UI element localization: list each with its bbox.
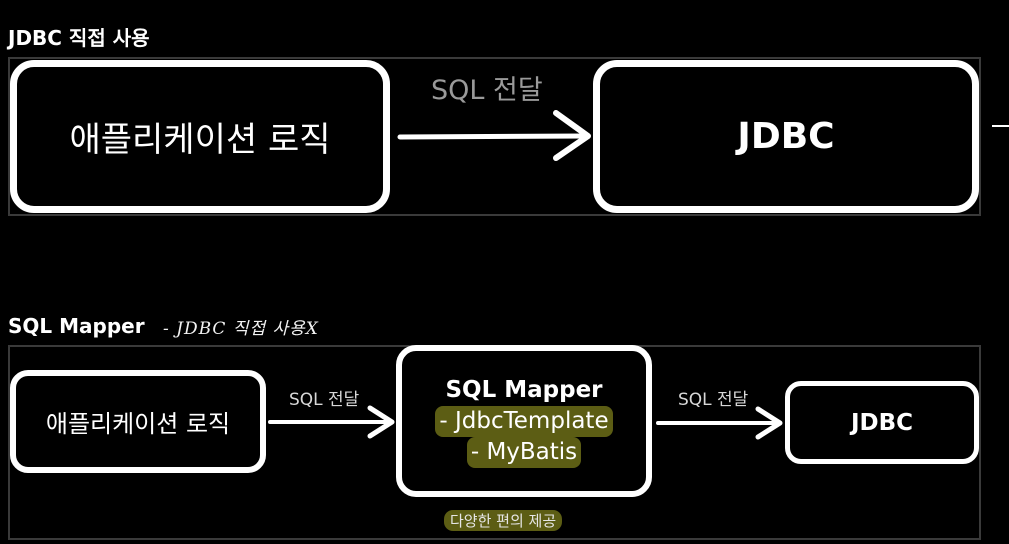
arrow-label-sql-transfer-2: SQL 전달 <box>289 390 360 410</box>
jdbc-box-2: JDBC <box>785 381 979 464</box>
sql-mapper-item-jdbctemplate: - JdbcTemplate <box>435 405 613 437</box>
application-logic-box: 애플리케이션 로직 <box>10 60 390 213</box>
arrow-app-to-mapper <box>268 405 395 439</box>
arrow-label-sql-transfer: SQL 전달 <box>431 75 543 106</box>
section-frame-jdbc-direct <box>8 57 981 216</box>
jdbc-box: JDBC <box>593 60 979 213</box>
section-heading-jdbc-direct: JDBC 직접 사용 <box>8 26 150 50</box>
convenience-caption: 다양한 편의 제공 <box>444 510 563 531</box>
application-logic-box-2: 애플리케이션 로직 <box>10 370 266 473</box>
sql-mapper-box: SQL Mapper - JdbcTemplate - MyBatis <box>396 345 652 497</box>
sql-mapper-item-mybatis: - MyBatis <box>466 436 582 468</box>
arrow-label-sql-transfer-3: SQL 전달 <box>678 390 749 410</box>
arrow-app-to-jdbc <box>397 110 591 161</box>
arrow-mapper-to-jdbc <box>656 406 783 440</box>
application-logic-label: 애플리케이션 로직 <box>69 120 331 160</box>
section-heading-sql-mapper: SQL Mapper <box>8 314 145 338</box>
sql-mapper-title: SQL Mapper <box>445 376 603 403</box>
handwritten-note: - JDBC 직접 사용X <box>163 319 319 339</box>
jdbc-label-2: JDBC <box>850 409 914 436</box>
application-logic-label-2: 애플리케이션 로직 <box>45 410 231 438</box>
jdbc-label: JDBC <box>737 116 835 157</box>
